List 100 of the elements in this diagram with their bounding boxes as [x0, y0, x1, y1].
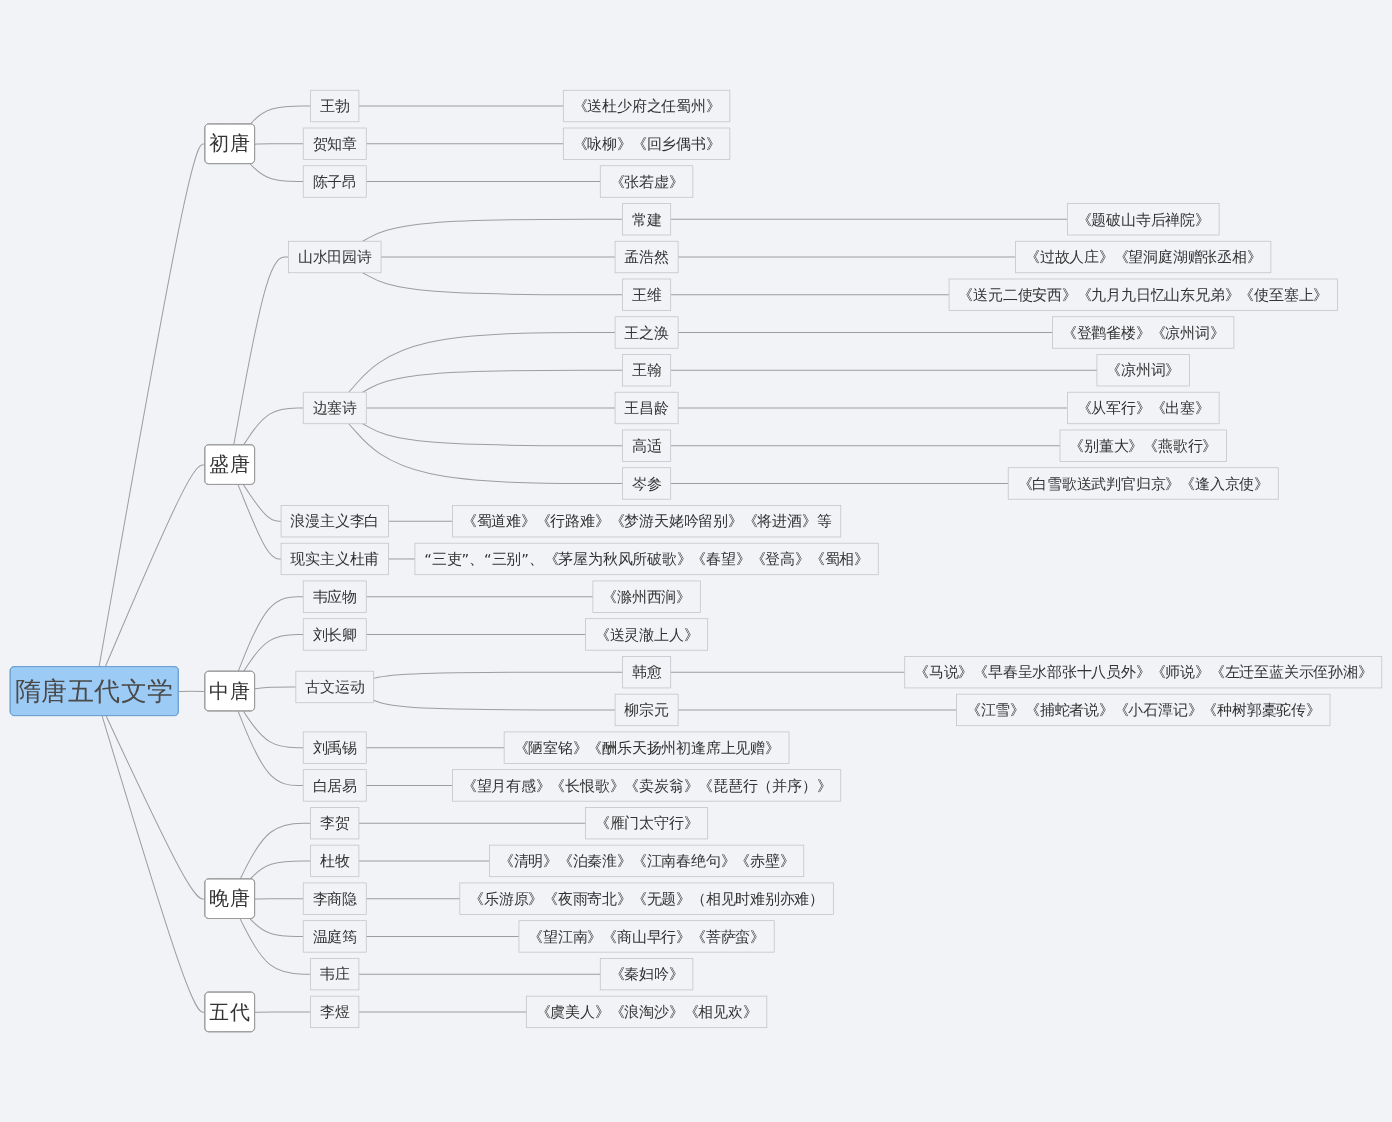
connector: [670, 445, 1061, 447]
node-box: 《蜀道难》《行路难》《梦游天姥吟留别》《将进酒》等: [452, 505, 842, 538]
node-box: 《咏柳》《回乡偶书》: [562, 127, 731, 160]
connector: [362, 218, 623, 242]
node-box: 贺知章: [302, 127, 367, 160]
connector: [358, 973, 601, 975]
connector: [670, 218, 1068, 220]
connector: [242, 710, 304, 749]
connector: [387, 520, 453, 522]
node-box: 《虞美人》《浪淘沙》《相见欢》: [525, 995, 768, 1029]
node-box: 《雁门太守行》: [585, 807, 709, 840]
node-box: 《望月有感》《长恨歌》《卖炭翁》《琵琶行（并序）》: [452, 769, 842, 802]
node-box: 《登鹳雀楼》《凉州词》: [1052, 316, 1235, 349]
node-box: 韦庄: [310, 958, 360, 991]
node-box: 《凉州词》: [1096, 354, 1190, 387]
connector: [98, 143, 206, 668]
connector: [254, 686, 297, 690]
node-box: 王昌龄: [614, 391, 679, 425]
node-box: 《望江南》《商山早行》《菩萨蛮》: [518, 920, 775, 953]
node-box: 王之涣: [614, 316, 679, 349]
node-box: 韦应物: [302, 580, 367, 613]
connector: [365, 784, 453, 786]
node-box: 王维: [622, 278, 672, 311]
node-box: 白居易: [302, 769, 367, 802]
connector: [254, 1011, 312, 1013]
node-box: 《过故人庄》《望洞庭湖赠张丞相》: [1015, 240, 1272, 274]
node-box: “三吏”、“三别”、《茅屋为秋风所破歌》《春望》《登高》《蜀相》: [414, 542, 879, 576]
connector: [358, 1011, 527, 1013]
connector: [237, 596, 304, 673]
node-box: 《送杜少府之任蜀州》: [562, 89, 731, 123]
connector: [178, 690, 206, 692]
node-box: 边塞诗: [302, 391, 367, 425]
connector: [365, 898, 461, 900]
connector: [104, 464, 206, 668]
connector: [677, 332, 1054, 333]
connector: [254, 143, 304, 145]
node-box: 《清明》《泊秦淮》《江南春绝句》《赤壁》: [489, 844, 805, 878]
node-box: 孟浩然: [614, 240, 679, 274]
node-box: 《滁州西涧》: [592, 580, 701, 613]
connector: [362, 369, 623, 393]
connector: [677, 407, 1068, 409]
node-box: 山水田园诗: [288, 240, 382, 274]
connector: [239, 822, 312, 880]
connector: [242, 633, 304, 673]
node-box: 温庭筠: [302, 920, 367, 953]
node-box: 现实主义杜甫: [280, 542, 389, 576]
node-box: 刘长卿: [302, 618, 367, 651]
connector: [242, 407, 304, 446]
node-box: 《送元二使安西》《九月九日忆山东兄弟》《使至塞上》: [948, 278, 1338, 311]
connector: [233, 256, 289, 446]
node-box: 《送灵澈上人》: [585, 618, 709, 651]
connector: [242, 484, 282, 522]
node-box: 浪漫主义李白: [280, 505, 389, 538]
node-box: 《从军行》《出塞》: [1066, 391, 1220, 425]
connector: [373, 699, 616, 711]
connector: [670, 369, 1098, 371]
connector: [365, 596, 594, 598]
connector: [348, 332, 616, 393]
connector: [362, 272, 623, 296]
connector: [101, 715, 206, 1013]
node-box: 《乐游原》《夜雨寄北》《无题》（相见时难别亦难）: [459, 882, 834, 915]
connector: [365, 935, 520, 937]
node-box: 岑参: [622, 467, 672, 500]
connector: [670, 294, 950, 296]
node-box: 《江雪》《捕蛇者说》《小石潭记》《种树郭橐驼传》: [956, 693, 1331, 727]
node-box: 《秦妇吟》: [599, 958, 694, 991]
node-box: 高适: [622, 429, 672, 462]
connector: [239, 918, 312, 975]
node-box: 韩愈: [622, 656, 672, 689]
connector: [254, 898, 304, 900]
node-box: 古文运动: [295, 670, 375, 704]
node-box: 王翰: [622, 354, 672, 387]
connector: [105, 715, 206, 900]
connector: [362, 423, 623, 447]
connector: [358, 105, 564, 107]
connector: [365, 407, 616, 409]
connector: [677, 256, 1017, 258]
connector: [358, 822, 586, 824]
connector: [365, 181, 601, 182]
connector: [670, 671, 906, 673]
node-box: 《别董大》《燕歌行》: [1059, 429, 1227, 462]
connector: [358, 860, 490, 862]
connector: [380, 256, 616, 258]
node-box: 《张若虚》: [599, 165, 694, 198]
node-box: 《白雪歌送武判官归京》《逢入京使》: [1007, 467, 1279, 500]
connector: [373, 671, 623, 679]
node-box: 李煜: [310, 995, 360, 1029]
node-box: 李商隐: [302, 882, 367, 915]
node-box: 李贺: [310, 807, 360, 840]
connector: [249, 918, 304, 937]
node-box: 杜牧: [310, 844, 360, 878]
node-box: 常建: [622, 203, 672, 236]
node-box: 《马说》《早春呈水部张十八员外》《师说》《左迁至蓝关示侄孙湘》: [904, 656, 1383, 689]
connector: [677, 709, 957, 711]
connector: [365, 747, 505, 749]
connector: [348, 423, 623, 484]
connector: [365, 633, 586, 635]
connector: [249, 105, 312, 125]
connector: [249, 163, 304, 182]
node-box: 《题破山寺后禅院》: [1066, 203, 1220, 236]
